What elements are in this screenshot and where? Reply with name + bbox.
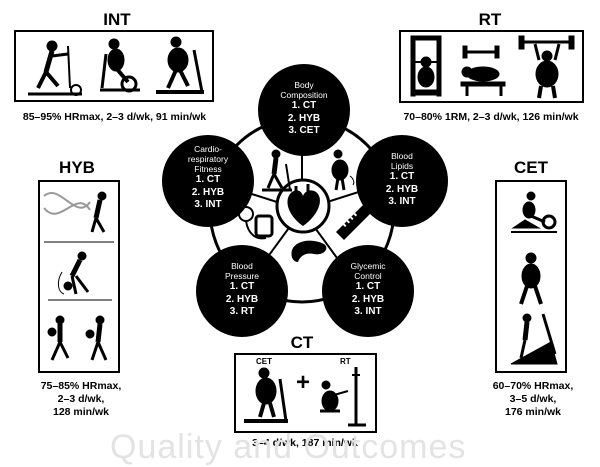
rt-exercise-illustration [410, 35, 575, 99]
cet-side-caption-line-2: 3–5 d/wk, [509, 393, 557, 405]
bike-icon [100, 38, 140, 93]
pancreas-icon [291, 240, 327, 262]
outcome-body-composition: Body Composition 1. CT 2. HYB 3. CET [258, 64, 350, 156]
ct-treadmill-icon [244, 367, 288, 423]
outcome-rank-3: 3. INT [354, 306, 382, 317]
hyb-panel [38, 180, 120, 373]
outcome-rank-3: 3. INT [194, 199, 222, 210]
ct-exercise-illustration [244, 367, 366, 427]
cet-exercise-illustration [510, 191, 558, 365]
cet-side-caption-line-3: 176 min/wk [504, 406, 562, 418]
outcome-title: Cardio- respiratory Fitness [187, 144, 229, 174]
recumbent-bike-icon [511, 191, 557, 233]
cet-side-caption: 60–70% HRmax, 3–5 d/wk, 176 min/wk [474, 380, 592, 419]
ct-label-cet: CET [256, 357, 272, 366]
hyb-exercise-illustration [43, 191, 114, 361]
outcome-rank-2: 2. HYB [225, 293, 259, 305]
int-caption: 85–95% HRmax, 2–3 d/wk, 91 min/wk [22, 111, 207, 123]
watermark: Quality and Outcomes [110, 428, 467, 466]
outcome-cardiorespiratory-fitness: Cardio- respiratory Fitness 1. CT 2. HYB… [162, 135, 254, 227]
battle-ropes-icon [43, 191, 107, 233]
outcome-rank-1: 1. CT [291, 100, 317, 111]
cet-side-title: CET [514, 158, 548, 177]
int-exercise-illustration [28, 36, 204, 96]
outcome-rank-1: 1. CT [355, 281, 381, 292]
outcome-blood-pressure: Blood Pressure 1. CT 2. HYB 3. RT [196, 245, 288, 337]
lunge-icon [47, 315, 108, 361]
ct-plus-sign: + [296, 369, 311, 396]
hyb-caption-line-1: 75–85% HRmax, [40, 380, 122, 392]
outcome-blood-lipids: Blood Lipids 1. CT 2. HYB 3. INT [356, 135, 448, 227]
rt-title: RT [478, 10, 502, 29]
belly-icon [331, 149, 355, 191]
outcome-rank-3: 3. CET [288, 125, 320, 136]
kettlebell-swing-icon [48, 251, 112, 301]
cable-machine-icon [410, 35, 442, 97]
outcome-rank-2: 2. HYB [191, 186, 225, 198]
walker-icon [262, 149, 292, 192]
rt-caption: 70–80% 1RM, 2–3 d/wk, 126 min/wk [403, 111, 579, 123]
rt-panel [399, 30, 584, 103]
ct-label-rt: RT [340, 357, 351, 366]
outcome-title: Body Composition [280, 80, 328, 100]
bench-press-icon [460, 45, 506, 96]
cet-side-caption-line-1: 60–70% HRmax, [492, 380, 574, 392]
overhead-press-icon [518, 35, 575, 99]
outcome-rank-1: 1. CT [389, 171, 415, 182]
int-title: INT [103, 10, 131, 29]
outcome-title: Blood Pressure [224, 261, 259, 281]
stepper-icon [510, 313, 558, 365]
outcome-title: Blood Lipids [390, 151, 414, 171]
hyb-caption: 75–85% HRmax, 2–3 d/wk, 128 min/wk [22, 380, 140, 419]
hyb-caption-line-2: 2–3 d/wk, [57, 393, 105, 405]
outcome-glycemic-control: Glycemic Control 1. CT 2. HYB 3. INT [322, 245, 414, 337]
ct-panel: CET RT + [234, 353, 377, 433]
outcome-rank-2: 2. HYB [385, 183, 419, 195]
outcome-rank-2: 2. HYB [351, 293, 385, 305]
walking-icon [519, 252, 543, 305]
ct-title: CT [290, 333, 314, 352]
treadmill-icon [156, 36, 204, 94]
elliptical-icon [28, 40, 82, 96]
ct-cable-row-icon [320, 367, 366, 427]
hyb-caption-line-3: 128 min/wk [52, 406, 110, 418]
outcome-rank-1: 1. CT [229, 281, 255, 292]
cet-side-panel [495, 180, 567, 373]
bp-cuff-icon [238, 206, 274, 240]
int-panel [14, 30, 214, 102]
outcome-title: Glycemic Control [350, 261, 386, 281]
artery-icon [336, 204, 372, 240]
ct-caption: 3–4 d/wk, 187 min/wk [252, 437, 358, 449]
hyb-title: HYB [59, 158, 95, 177]
outcome-rank-3: 3. RT [229, 306, 255, 317]
outcome-rank-3: 3. INT [388, 196, 416, 207]
outcome-rank-2: 2. HYB [287, 112, 321, 124]
heart-icon [287, 184, 320, 226]
outcome-rank-1: 1. CT [195, 174, 221, 185]
